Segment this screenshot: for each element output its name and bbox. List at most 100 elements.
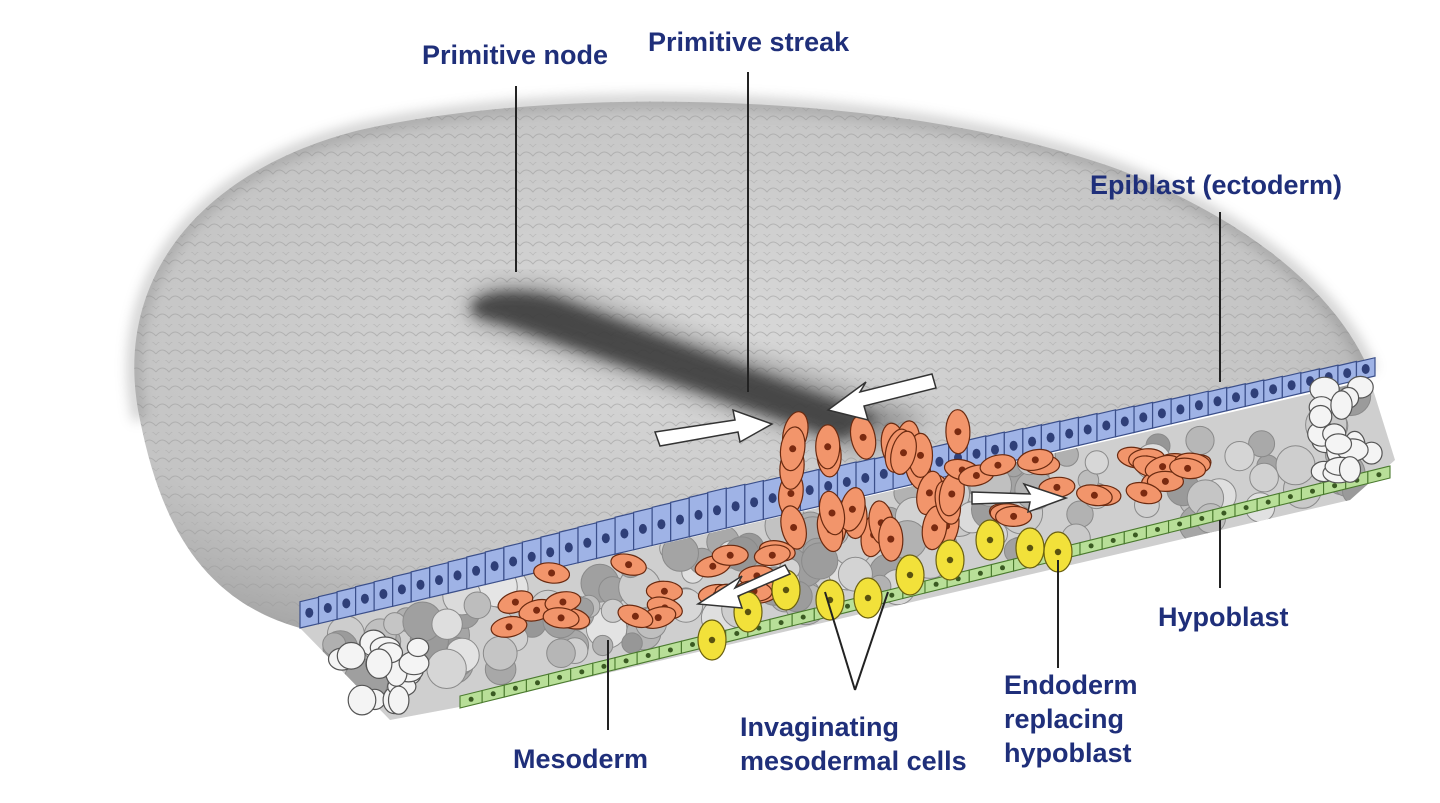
mesoderm-cell xyxy=(878,516,904,562)
epiblast-cell xyxy=(651,502,672,547)
interior-cell xyxy=(1275,445,1316,486)
leader-invaginating-b xyxy=(854,591,889,691)
epiblast-cell xyxy=(577,522,598,564)
label-mesoderm: Mesoderm xyxy=(513,744,649,774)
epiblast-cell xyxy=(633,507,653,551)
hypoblast-cell xyxy=(968,563,992,583)
hypoblast-cell xyxy=(769,613,793,633)
endoderm-cell xyxy=(895,554,925,596)
edge-cell xyxy=(1330,390,1353,420)
edge-cell xyxy=(406,637,430,658)
edge-cell xyxy=(347,684,377,716)
primitive-streak-groove xyxy=(468,286,930,452)
interior-cell xyxy=(801,542,839,580)
mesoderm-cell xyxy=(544,591,582,613)
epiblast-cell xyxy=(503,541,524,581)
mesoderm-cell xyxy=(610,553,647,576)
label-hypoblast: Hypoblast xyxy=(1158,602,1289,632)
epiblast-cell xyxy=(1114,405,1135,438)
mesoderm-cell xyxy=(711,544,749,566)
arrow-right-to-streak xyxy=(826,373,937,422)
interior-cell xyxy=(431,608,463,640)
hypoblast-cell xyxy=(1145,520,1170,539)
interior-cell xyxy=(306,687,342,720)
mesoderm-cell xyxy=(1016,448,1054,472)
epiblast-cell xyxy=(1244,379,1265,408)
edge-cell xyxy=(336,641,366,670)
endoderm-cell xyxy=(975,519,1005,561)
epiblast-cell xyxy=(558,527,579,568)
endoderm-cell xyxy=(815,579,845,621)
label-epiblast: Epiblast (ectoderm) xyxy=(1090,170,1343,200)
endoderm-cell xyxy=(1015,527,1045,569)
interior-cell xyxy=(1084,450,1109,475)
interior-cell xyxy=(1249,462,1279,493)
edge-cell xyxy=(365,648,393,679)
interior-cell xyxy=(426,648,467,689)
mesoderm-cell xyxy=(1146,470,1184,493)
epiblast-cell xyxy=(725,483,746,529)
hypoblast-cell xyxy=(1367,465,1391,485)
epiblast-cell xyxy=(614,512,635,555)
epiblast-cell xyxy=(447,556,468,594)
mesoderm-cell xyxy=(779,426,806,472)
interior-cell xyxy=(482,635,518,671)
edge-cells xyxy=(327,375,1383,716)
epiblast-cell xyxy=(1077,412,1098,447)
hypoblast-cell xyxy=(1079,536,1103,556)
arrow-left-to-streak xyxy=(653,408,774,447)
edge-cell xyxy=(1338,456,1362,483)
interior-cell xyxy=(463,591,492,620)
label-primitive-node: Primitive node xyxy=(422,40,609,70)
endoderm-cell xyxy=(697,619,727,661)
mesoderm-cell xyxy=(1125,481,1163,505)
label-endoderm: Endoderm replacing hypoblast xyxy=(1004,670,1138,768)
epiblast-cell xyxy=(392,571,412,608)
epiblast-cell xyxy=(707,487,727,534)
epiblast-cell xyxy=(1170,394,1191,425)
mesoderm-cell xyxy=(780,505,807,550)
hypoblast-cell xyxy=(459,689,483,709)
interior-cell xyxy=(1224,441,1255,472)
mesoderm-cell xyxy=(1076,484,1113,507)
leader-invaginating-a xyxy=(824,591,856,691)
mesoderm-cell xyxy=(995,505,1033,528)
edge-cell xyxy=(1308,404,1333,429)
arrow-mesoderm-left xyxy=(695,564,792,609)
mesoderm-cell xyxy=(753,544,791,567)
epiblast-cell xyxy=(317,591,338,625)
epiblast-cell xyxy=(1096,409,1117,442)
epiblast-cell xyxy=(1263,375,1283,403)
epiblast-cell xyxy=(466,551,486,590)
endoderm-cell xyxy=(853,577,883,619)
edge-cell xyxy=(1324,433,1353,455)
mesoderm-cell xyxy=(617,604,654,629)
mesoderm-cell xyxy=(979,454,1017,477)
mesoderm-cell xyxy=(839,487,866,532)
epiblast-cell xyxy=(1226,383,1246,412)
mesoderm-cell xyxy=(818,490,846,536)
label-invaginating: Invaginating mesodermal cells xyxy=(740,712,967,776)
epiblast-cell xyxy=(688,492,709,538)
epiblast-cell xyxy=(1151,397,1172,429)
epiblast-cell xyxy=(429,561,449,599)
leader-lines xyxy=(515,72,1221,730)
mesoderm-cell xyxy=(1169,457,1207,480)
epiblast-cell xyxy=(410,566,431,603)
mesoderm-cell xyxy=(890,430,917,475)
interior-cell xyxy=(592,634,614,657)
endoderm-cell xyxy=(935,539,965,581)
epiblast-cell xyxy=(299,596,320,629)
epiblast-cell xyxy=(855,457,876,499)
epiblast-cell xyxy=(373,576,394,612)
epiblast-cell xyxy=(799,468,820,512)
epiblast-cell xyxy=(670,497,690,542)
epiblast-cell xyxy=(1355,356,1376,382)
epiblast-cell xyxy=(1133,401,1154,434)
epiblast-cell xyxy=(336,586,357,621)
epiblast-cell xyxy=(355,581,375,616)
endoderm-cells xyxy=(697,519,1073,661)
mesoderm-cell xyxy=(849,415,877,460)
